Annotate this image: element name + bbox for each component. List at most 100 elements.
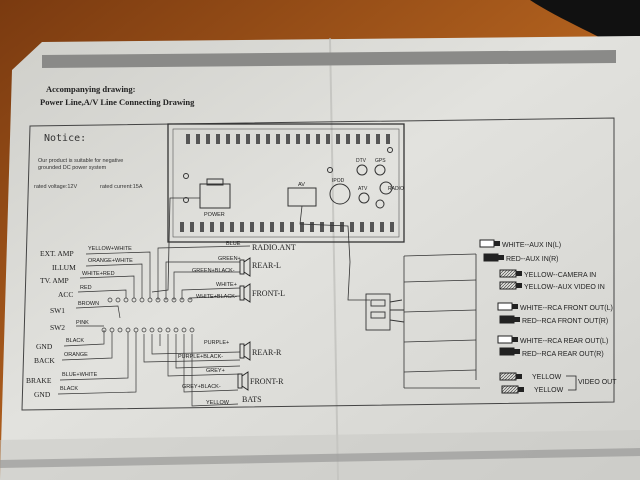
- notice-heading: Notice:: [44, 133, 86, 144]
- rca-front-l: WHITE--RCA FRONT OUT(L): [520, 305, 613, 312]
- wire-tv-amp: WHITE+RED: [82, 271, 115, 277]
- wire-ext-amp: YELLOW+WHITE: [88, 246, 132, 252]
- label-gnd2: GND: [34, 390, 51, 399]
- label-bats: BATS: [242, 395, 262, 404]
- rca-plug-icon: [499, 269, 522, 278]
- header-bar: [42, 50, 616, 68]
- label-radio-ant: RADIO.ANT: [252, 243, 296, 252]
- label-rear-r: REAR-R: [252, 348, 282, 357]
- head-unit-panel: [167, 123, 405, 243]
- header-title-line1: Accompanying drawing:: [46, 84, 136, 94]
- atv-port: [358, 192, 370, 204]
- wire-back: ORANGE: [64, 352, 88, 358]
- label-front-r: FRONT-R: [250, 377, 284, 386]
- wire-gnd2: BLACK: [60, 386, 78, 392]
- wire-acc: RED: [80, 285, 92, 291]
- rca-camera: YELLOW--CAMERA IN: [524, 272, 596, 279]
- notice-voltage: rated voltage:12V: [34, 184, 77, 190]
- notice-line2: grounded DC power system: [38, 165, 107, 171]
- rca-rear-l: WHITE--RCA REAR OUT(L): [520, 338, 608, 345]
- page-bottom-stripe: [0, 448, 640, 468]
- rca-plug-icon: [479, 239, 500, 248]
- connector-pins-lower: [101, 327, 195, 333]
- rca-connector: [365, 293, 405, 331]
- wire-purple-plus: PURPLE+: [204, 340, 229, 346]
- label-front-l: FRONT-L: [252, 289, 285, 298]
- notice-line1: Our product is suitable for negative: [38, 158, 123, 164]
- paper-page: [0, 36, 640, 480]
- radio-label: RADIO: [388, 186, 404, 192]
- rca-plug-icon: [497, 302, 518, 311]
- label-ext-amp: EXT. AMP: [40, 249, 74, 258]
- ipod-label: IPOD: [332, 178, 345, 184]
- rca-plug-icon: [499, 315, 520, 324]
- wire-brake: BLUE+WHITE: [62, 372, 98, 378]
- av-lead: [299, 205, 370, 301]
- rca-aux-l: WHITE--AUX IN(L): [502, 242, 561, 249]
- rca-plug-icon: [499, 281, 522, 290]
- wire-green-black: GREEN+BLACK-: [192, 268, 235, 274]
- power-lead: [151, 197, 200, 293]
- wire-white-plus: WHITE+: [216, 282, 237, 288]
- label-sw2: SW2: [50, 323, 65, 332]
- wire-yellow: YELLOW: [206, 400, 230, 406]
- gps-label: GPS: [375, 158, 386, 164]
- rca-front-r: RED--RCA FRONT OUT(R): [522, 318, 608, 325]
- rca-aux-r: RED--AUX IN(R): [506, 256, 559, 263]
- rca-plug-icon: [499, 347, 520, 356]
- rca-plug-icon: [497, 335, 518, 344]
- header-title-line2: Power Line,A/V Line Connecting Drawing: [40, 97, 195, 107]
- rca-plug-icon: [501, 385, 524, 394]
- label-illum: ILLUM: [52, 263, 76, 272]
- rca-bracket: [403, 253, 480, 389]
- power-connector: [199, 183, 231, 209]
- vent-slots-top: [186, 134, 390, 144]
- wire-grey-plus: GREY+: [206, 368, 225, 374]
- wire-illum: ORANGE+WHITE: [88, 258, 133, 264]
- label-gnd1: GND: [36, 342, 53, 351]
- diagram-frame: [21, 117, 615, 411]
- dtv-label: DTV: [356, 158, 367, 164]
- notice-current: rated current:15A: [100, 184, 143, 190]
- label-back: BACK: [34, 356, 55, 365]
- ipod-port: [329, 183, 351, 205]
- dtv-port: [356, 164, 368, 176]
- wire-green-plus: GREEN+: [218, 256, 241, 262]
- screw-icon: [183, 173, 189, 179]
- power-label: POWER: [204, 212, 225, 218]
- dark-object: [530, 0, 640, 60]
- av-label: AV: [298, 182, 305, 188]
- rca-yellow2: YELLOW: [534, 387, 564, 394]
- screw-icon: [327, 167, 333, 173]
- vent-slots-bottom: [180, 222, 394, 232]
- wire-white-black: WHITE+BLACK-: [196, 294, 237, 300]
- speaker-icon: [239, 283, 251, 303]
- label-sw1: SW1: [50, 306, 65, 315]
- wire-purple-black: PURPLE+BLACK-: [178, 354, 223, 360]
- speaker-icon: [237, 371, 249, 391]
- screw-icon: [183, 197, 189, 203]
- rca-rear-r: RED--RCA REAR OUT(R): [522, 351, 604, 358]
- wire-sw1: BROWN: [78, 301, 99, 307]
- rca-plug-icon: [483, 253, 504, 262]
- wire-grey-black: GREY+BLACK-: [182, 384, 221, 390]
- left-harness: [57, 245, 251, 407]
- screw-icon: [387, 147, 393, 153]
- rca-aux-video: YELLOW--AUX VIDEO IN: [524, 284, 605, 291]
- label-tv-amp: TV. AMP: [40, 276, 69, 285]
- rca-video-out: VIDEO OUT: [578, 379, 617, 386]
- atv-label: ATV: [358, 186, 368, 192]
- label-acc: ACC: [58, 290, 73, 299]
- label-brake: BRAKE: [26, 376, 52, 385]
- radio-port: [379, 181, 393, 195]
- label-rear-l: REAR-L: [252, 261, 281, 270]
- wire-sw2: PINK: [76, 320, 89, 326]
- video-out-bracket: [566, 375, 577, 391]
- wire-blue: BLUE: [226, 241, 241, 247]
- speaker-icon: [239, 341, 251, 361]
- gps-port: [374, 164, 386, 176]
- rca-plug-icon: [499, 372, 522, 381]
- rca-yellow1: YELLOW: [532, 374, 562, 381]
- connector-pins-upper: [107, 297, 193, 303]
